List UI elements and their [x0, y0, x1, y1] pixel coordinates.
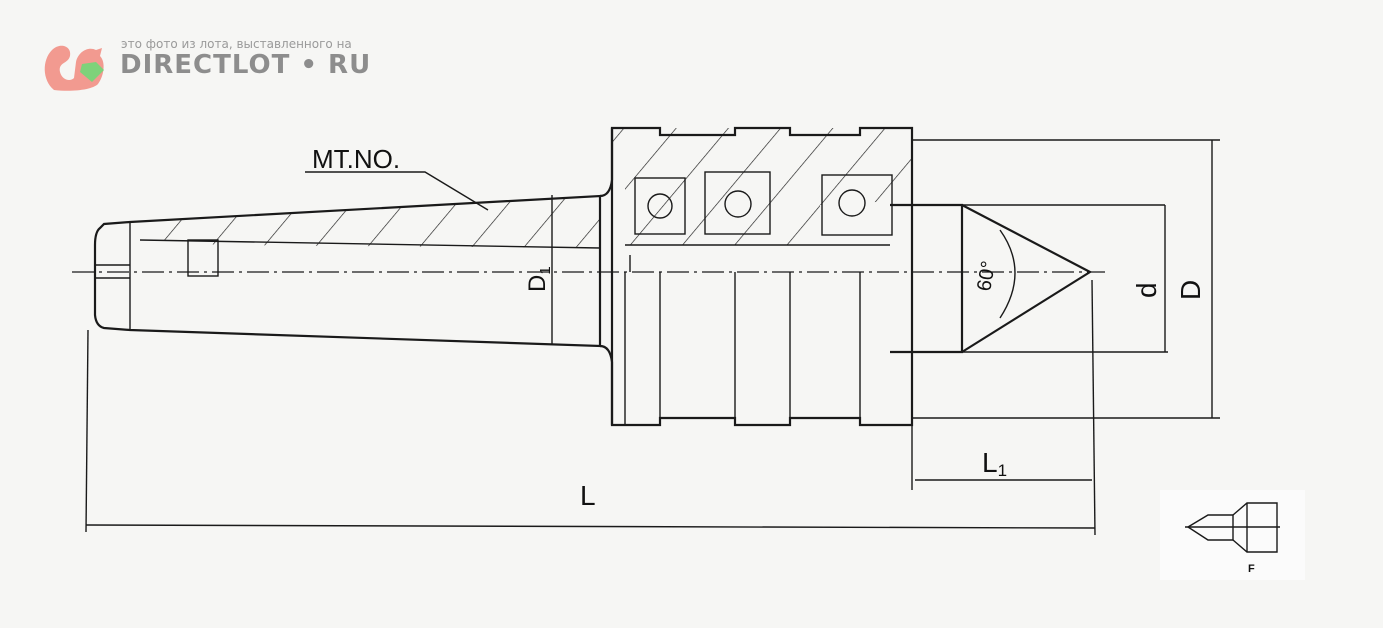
dim-D1-label: D1 — [524, 266, 554, 292]
watermark-caption: это фото из лота, выставленного на — [121, 37, 352, 51]
watermark-brand: DIRECTLOT • RU — [120, 50, 372, 80]
dim-d-label: d — [1131, 282, 1162, 298]
squirrel-logo-icon — [44, 45, 104, 91]
angle-label: 60° — [973, 259, 1000, 293]
taper-callout: MT.NO. — [312, 144, 400, 174]
watermark-logo — [42, 40, 112, 92]
dim-line-L — [85, 524, 1096, 529]
dim-D-label: D — [1175, 280, 1206, 300]
inset-type-F: F — [1160, 490, 1305, 580]
morse-taper-shank — [93, 128, 614, 425]
dim-L1-label: L1 — [982, 447, 1007, 480]
leader-line — [305, 171, 489, 211]
center-point: 60° — [890, 203, 1168, 354]
bearing-housing — [610, 126, 914, 427]
inset-label: F — [1248, 563, 1255, 575]
dim-L-label: L — [580, 480, 596, 511]
